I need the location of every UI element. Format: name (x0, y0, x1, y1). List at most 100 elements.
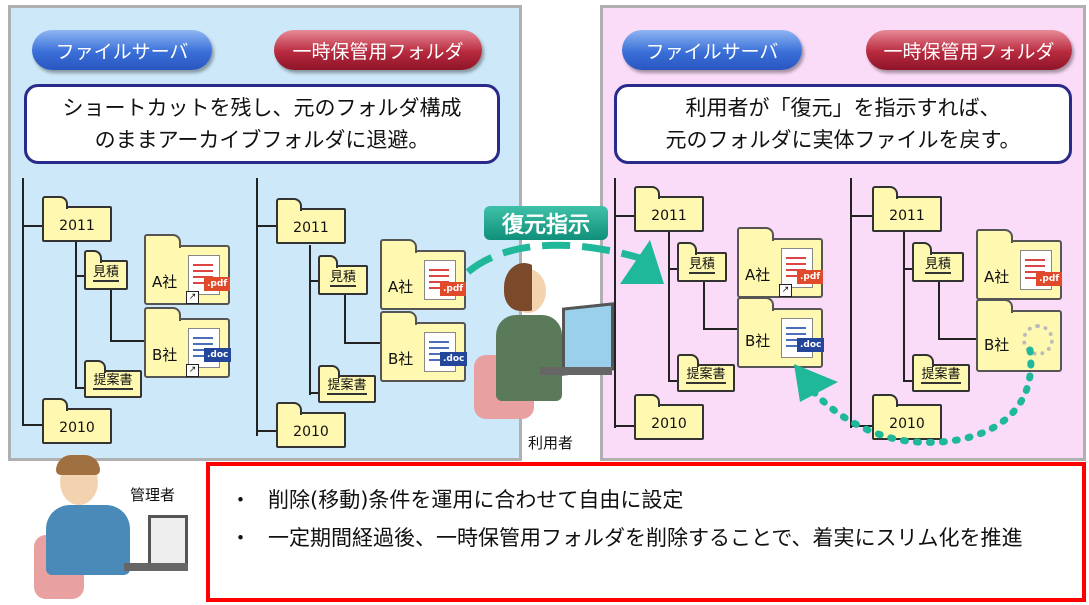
folder-label: A社 (745, 266, 771, 284)
tree-line (668, 380, 678, 382)
folder-company-b[interactable]: B社 .doc ↗ (144, 307, 232, 378)
doc-badge: .doc (204, 348, 232, 362)
tree-line (75, 387, 85, 389)
message-line: 元のフォルダに実体ファイルを戻す。 (665, 128, 1021, 152)
folder-2010[interactable]: 2010 (276, 402, 346, 448)
folder-estimate[interactable]: 見積 (912, 242, 964, 282)
tree-line (22, 225, 44, 227)
right-message-box: 利用者が「復元」を指示すれば、 元のフォルダに実体ファイルを戻す。 (614, 84, 1072, 164)
folder-estimate[interactable]: 見積 (84, 250, 128, 290)
missing-file-placeholder (1022, 324, 1054, 356)
folder-label: 2011 (293, 220, 329, 236)
folder-label: 2011 (651, 208, 687, 224)
notes-box: ・ 削除(移動)条件を運用に合わせて自由に設定 ・ 一定期間経過後、一時保管用フ… (206, 462, 1086, 602)
admin-label: 管理者 (130, 486, 176, 504)
folder-label: 見積 (92, 261, 119, 282)
folder-proposal[interactable]: 提案書 (84, 360, 142, 398)
folder-proposal[interactable]: 提案書 (677, 354, 735, 392)
tree-line (614, 425, 636, 427)
pdf-badge: .pdf (797, 270, 824, 284)
left-message-box: ショートカットを残し、元のフォルダ構成 のままアーカイブフォルダに退避。 (24, 84, 500, 164)
tree-line (309, 280, 319, 282)
folder-2010[interactable]: 2010 (634, 394, 704, 440)
folder-company-b[interactable]: B社 (976, 299, 1062, 372)
tree-line (344, 295, 346, 343)
laptop-icon (148, 515, 188, 569)
user-label: 利用者 (528, 434, 574, 452)
folder-company-a[interactable]: A社 .pdf ↗ (737, 227, 824, 298)
laptop-base (540, 367, 612, 375)
temp-folder-pill: 一時保管用フォルダ (274, 30, 482, 70)
folder-label: 提案書 (327, 374, 367, 395)
admin-body (46, 505, 130, 575)
folder-label: 提案書 (93, 369, 133, 390)
tree-line (22, 178, 24, 426)
doc-badge: .doc (797, 338, 825, 352)
tree-line (703, 282, 705, 330)
folder-label: B社 (388, 350, 414, 368)
tree-line (850, 425, 872, 427)
tree-line (614, 178, 616, 428)
tree-line (110, 340, 144, 342)
tree-line (668, 268, 678, 270)
folder-2011[interactable]: 2011 (276, 198, 346, 244)
folder-2010[interactable]: 2010 (872, 394, 942, 440)
folder-label: 見積 (924, 253, 951, 274)
tree-line (22, 424, 44, 426)
doc-badge: .doc (440, 352, 468, 366)
folder-label: B社 (152, 346, 178, 364)
folder-label: 2010 (889, 416, 925, 432)
folder-2011[interactable]: 2011 (42, 196, 112, 242)
folder-company-a[interactable]: A社 .pdf (380, 239, 467, 310)
user-body (496, 315, 562, 401)
folder-estimate[interactable]: 見積 (318, 255, 368, 295)
tree-line (614, 215, 636, 217)
admin-illustration (30, 455, 190, 600)
tree-line (75, 240, 77, 388)
folder-label: 2010 (651, 416, 687, 432)
tree-line (938, 282, 940, 340)
folder-label: 提案書 (686, 363, 726, 384)
tree-line (256, 178, 258, 436)
folder-label: 2010 (293, 424, 329, 440)
folder-estimate[interactable]: 見積 (677, 242, 727, 282)
folder-label: 2010 (59, 420, 95, 436)
tree-line (903, 268, 913, 270)
folder-company-a[interactable]: A社 .pdf ↗ (144, 234, 231, 305)
tree-line (668, 232, 670, 382)
folder-label: 提案書 (921, 363, 961, 384)
file-server-pill: ファイルサーバ (622, 30, 802, 70)
laptop-icon (562, 302, 614, 376)
laptop-base (124, 563, 188, 571)
restore-instruction-label: 復元指示 (484, 206, 608, 240)
tree-line (850, 178, 852, 428)
tree-line (938, 338, 976, 340)
folder-proposal[interactable]: 提案書 (318, 365, 376, 403)
folder-company-b[interactable]: B社 .doc (380, 311, 468, 382)
note-text: 一定期間経過後、一時保管用フォルダを削除することで、着実にスリム化を推進 (268, 526, 1023, 550)
folder-2011[interactable]: 2011 (872, 186, 942, 232)
tree-line (309, 392, 319, 394)
admin-hair (56, 455, 100, 475)
tree-line (903, 232, 905, 382)
folder-label: 2011 (889, 208, 925, 224)
bullet-mark: ・ (230, 488, 251, 512)
shortcut-icon: ↗ (779, 284, 792, 297)
tree-line (309, 245, 311, 395)
folder-proposal[interactable]: 提案書 (912, 354, 970, 392)
folder-label: A社 (388, 278, 414, 296)
tree-line (75, 275, 85, 277)
folder-label: A社 (152, 273, 178, 291)
file-server-pill: ファイルサーバ (32, 30, 212, 70)
folder-company-a[interactable]: A社 .pdf (976, 229, 1063, 300)
folder-2010[interactable]: 2010 (42, 398, 112, 444)
message-line: ショートカットを残し、元のフォルダ構成 (62, 96, 462, 120)
folder-company-b[interactable]: B社 .doc (737, 297, 825, 368)
folder-2011[interactable]: 2011 (634, 186, 704, 232)
folder-label: B社 (984, 336, 1010, 354)
folder-label: 見積 (688, 253, 715, 274)
tree-line (703, 328, 737, 330)
folder-label: 見積 (329, 266, 356, 287)
message-line: 利用者が「復元」を指示すれば、 (685, 96, 1001, 120)
shortcut-icon: ↗ (186, 291, 199, 304)
